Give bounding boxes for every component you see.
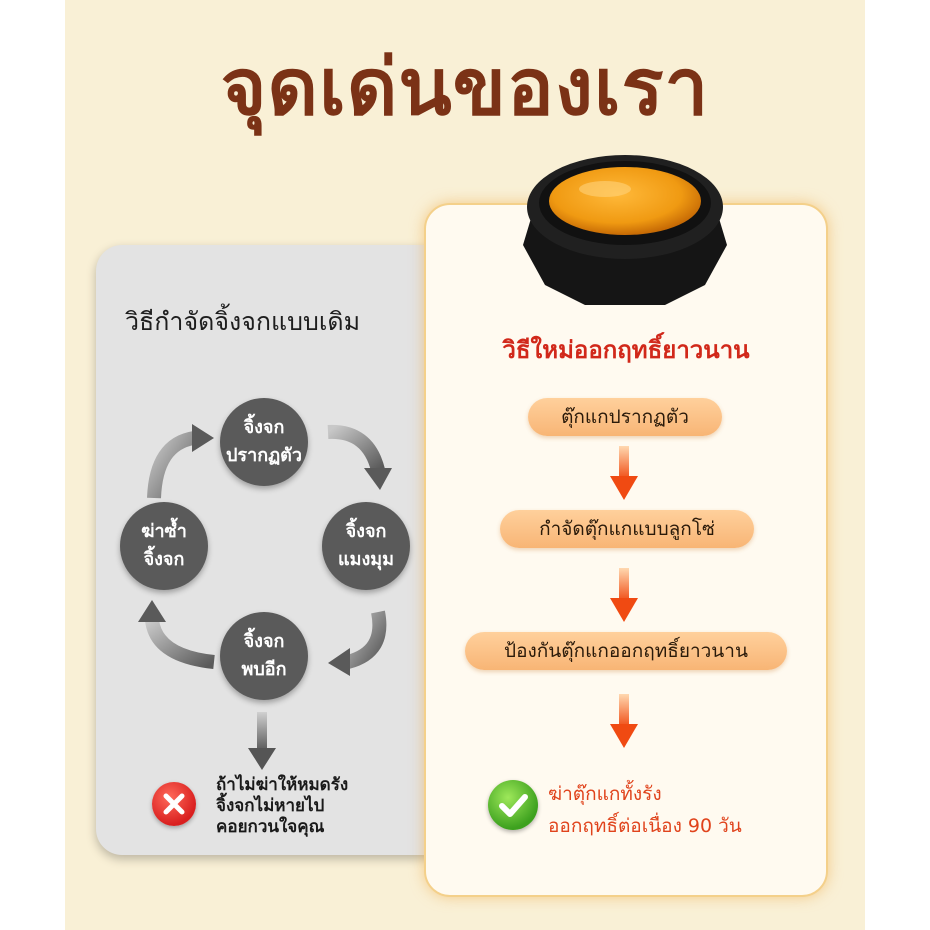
down-arrow-red-icon [610, 446, 638, 500]
cycle-arrow-3 [145, 618, 215, 669]
cycle-arrow-2 [345, 610, 387, 669]
cycle-arrow-1 [327, 424, 385, 472]
check-circle-icon [488, 780, 538, 830]
step-prevent-long-lasting: ป้องกันตุ๊กแกออกฤทธิ์ยาวนาน [465, 632, 787, 670]
cycle-arrow-1-head [364, 468, 392, 490]
down-arrow-gray-icon [248, 712, 276, 770]
x-circle-icon [152, 782, 196, 826]
cycle-arrow-2-head [328, 648, 350, 676]
new-method-result-text: ฆ่าตุ๊กแกทั้งรัง ออกฤทธิ์ต่อเนื่อง 90 วั… [548, 783, 742, 837]
step-gecko-appears: ตุ๊กแกปรากฏตัว [528, 398, 722, 436]
page-title: จุดเด่นของเรา [220, 43, 710, 133]
new-method-panel [424, 203, 828, 897]
traditional-method-heading: วิธีกำจัดจิ้งจกแบบเดิม [125, 307, 361, 336]
down-arrow-red-icon [610, 694, 638, 748]
traditional-result-text: ถ้าไม่ฆ่าให้หมดรัง จิ้งจกไม่หายไป คอยกวน… [216, 775, 349, 837]
cycle-step-kill-again: ฆ่าซ้ำ จิ้งจก [120, 502, 208, 590]
cycle-arrow-4-head [192, 424, 214, 452]
cycle-arrows [138, 424, 392, 676]
step-chain-eliminate: กำจัดตุ๊กแกแบบลูกโซ่ [500, 510, 754, 548]
cycle-step-spider: จิ้งจก แมงมุม [322, 502, 410, 590]
cycle-arrow-3-head [138, 600, 166, 622]
bait-container-image [523, 155, 727, 305]
cycle-step-appear: จิ้งจก ปรากฏตัว [220, 398, 308, 486]
cycle-step-found-again: จิ้งจก พบอีก [220, 612, 308, 700]
down-arrow-red-icon [610, 568, 638, 622]
new-method-heading: วิธีใหม่ออกฤทธิ์ยาวนาน [502, 336, 750, 364]
cycle-arrow-4 [147, 431, 196, 499]
